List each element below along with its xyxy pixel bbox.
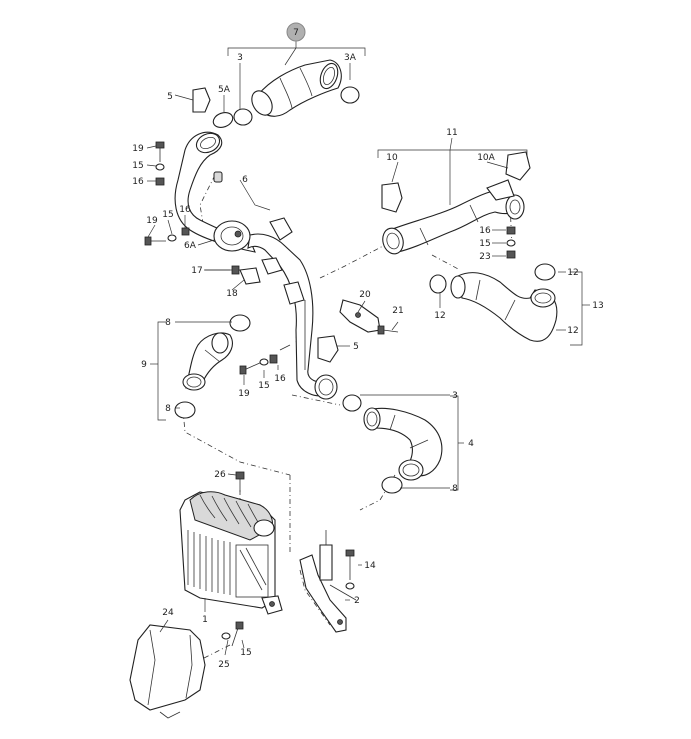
label-10A: 10A (477, 153, 495, 163)
label-5-mid: 5 (353, 342, 359, 352)
label-19-b: 19 (146, 216, 158, 226)
label-6: 6 (242, 175, 248, 185)
hose-4 (342, 394, 443, 494)
label-21: 21 (392, 306, 403, 316)
label-23: 23 (479, 252, 490, 262)
group-7-badge (286, 22, 306, 42)
air-duct-24 (129, 621, 244, 719)
label-3-mid: 3 (452, 391, 458, 401)
label-5A: 5A (218, 85, 231, 95)
label-3A: 3A (344, 53, 357, 63)
label-19-c: 19 (238, 389, 250, 399)
label-12-a: 12 (567, 268, 578, 278)
top-hose-assembly (155, 59, 360, 253)
label-14: 14 (364, 561, 376, 571)
label-6A: 6A (184, 241, 197, 251)
bracket-20 (317, 299, 399, 363)
label-8-b: 8 (165, 404, 171, 414)
label-4: 4 (468, 439, 474, 449)
label-5-top: 5 (167, 92, 173, 102)
label-10: 10 (386, 153, 398, 163)
hose-13 (429, 263, 558, 342)
label-19-a: 19 (132, 144, 144, 154)
callout-labels: 7 3 3A 5 5A 19 15 16 6 16 15 19 6A 17 18… (132, 22, 604, 670)
label-15-a: 15 (132, 161, 143, 171)
hose-9 (174, 314, 291, 419)
label-12-c: 12 (567, 326, 578, 336)
label-16-c: 16 (479, 226, 491, 236)
label-13: 13 (592, 301, 603, 311)
label-16-a: 16 (132, 177, 144, 187)
label-25: 25 (218, 660, 229, 670)
label-12-b: 12 (434, 311, 445, 321)
label-15-e: 15 (240, 648, 251, 658)
label-11: 11 (446, 128, 457, 138)
label-26: 26 (214, 470, 226, 480)
label-17: 17 (191, 266, 202, 276)
label-18: 18 (226, 289, 238, 299)
label-24: 24 (162, 608, 174, 618)
label-8-a: 8 (165, 318, 171, 328)
label-3-top: 3 (237, 53, 243, 63)
label-7: 7 (293, 28, 299, 38)
label-16-b: 16 (179, 205, 191, 215)
label-9: 9 (141, 360, 147, 370)
hose-11 (381, 151, 531, 259)
label-leaders (146, 94, 566, 656)
group-brackets (150, 36, 590, 491)
pipe-6 (144, 217, 338, 400)
label-20: 20 (359, 290, 371, 300)
label-15-b: 15 (162, 210, 173, 220)
bracket-2 (299, 530, 357, 633)
label-2: 2 (354, 596, 360, 606)
label-8-c: 8 (452, 484, 458, 494)
label-16-d: 16 (274, 374, 286, 384)
label-15-d: 15 (258, 381, 269, 391)
label-15-c: 15 (479, 239, 490, 249)
intercooler (179, 471, 283, 615)
label-1: 1 (202, 615, 208, 625)
